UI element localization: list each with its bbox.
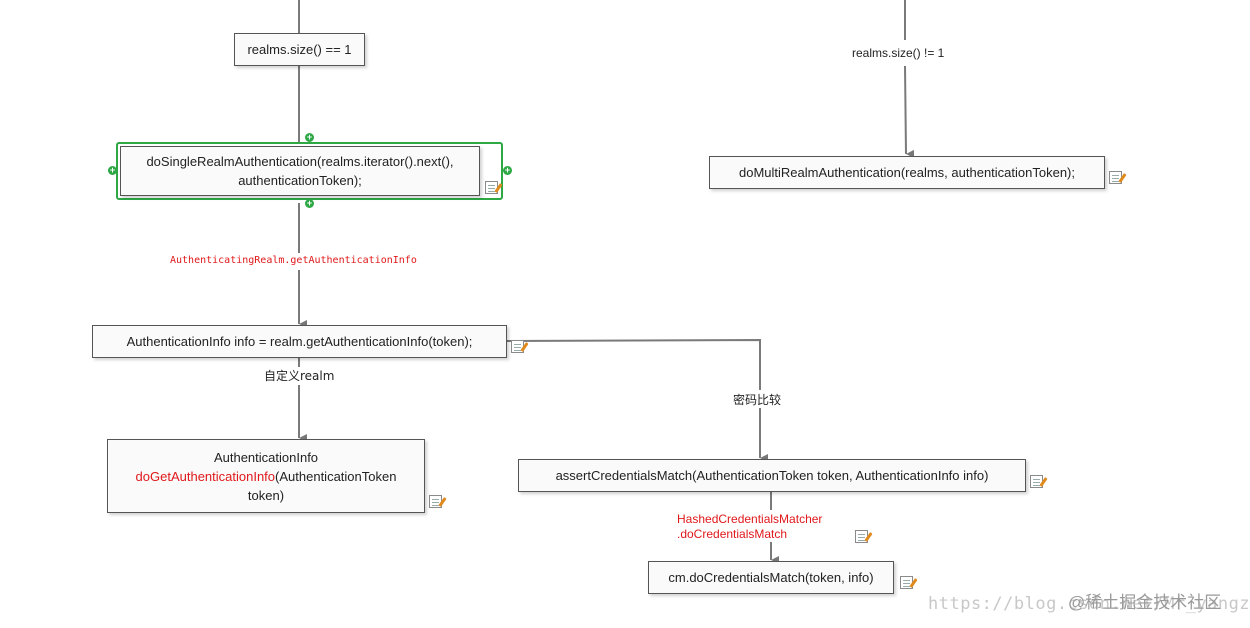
node-label-line-1: doSingleRealmAuthentication(realms.itera… (146, 154, 454, 169)
edge-label-authenticating-realm: AuthenticatingRealm.getAuthenticationInf… (170, 255, 417, 266)
node-do-get-authentication-info[interactable]: AuthenticationInfo doGetAuthenticationIn… (107, 439, 425, 513)
note-icon[interactable] (1109, 171, 1122, 184)
note-icon[interactable] (1030, 475, 1043, 488)
add-node-handle-bottom[interactable]: + (305, 198, 314, 208)
node-label-line-3: token) (247, 487, 285, 503)
note-icon[interactable] (855, 530, 868, 543)
note-icon[interactable] (511, 340, 524, 353)
edge-label-custom-realm: 自定义realm (264, 367, 335, 384)
watermark-url: https://blog.csdn.net/Mr_yangzc (928, 594, 1250, 614)
node-label: doMultiRealmAuthentication(realms, authe… (738, 165, 1075, 180)
node-label-line-2: authenticationToken); (238, 173, 362, 188)
node-label: AuthenticationInfo info = realm.getAuthe… (126, 334, 473, 349)
add-node-handle-left[interactable]: + (108, 165, 117, 175)
node-do-single-realm-authentication[interactable]: doSingleRealmAuthentication(realms.itera… (120, 146, 480, 196)
add-node-handle-top[interactable]: + (305, 132, 314, 142)
node-get-authentication-info[interactable]: AuthenticationInfo info = realm.getAuthe… (92, 325, 507, 358)
node-cm-do-credentials-match[interactable]: cm.doCredentialsMatch(token, info) (648, 561, 894, 594)
node-label: cm.doCredentialsMatch(token, info) (668, 570, 874, 585)
node-label-line-1: AuthenticationInfo (213, 449, 319, 465)
add-node-handle-right[interactable]: + (503, 165, 512, 175)
node-do-multi-realm-authentication[interactable]: doMultiRealmAuthentication(realms, authe… (709, 156, 1105, 189)
edge-label-line-1: HashedCredentialsMatcher (677, 512, 823, 526)
edge-label-size-ne-one: realms.size() != 1 (852, 46, 945, 60)
note-icon[interactable] (900, 576, 913, 589)
node-label: assertCredentialsMatch(AuthenticationTok… (555, 468, 989, 483)
node-label: realms.size() == 1 (247, 42, 352, 57)
edge-label-line-2: .doCredentialsMatch (677, 527, 788, 541)
note-icon[interactable] (485, 181, 498, 194)
edge-label-password-compare: 密码比较 (733, 391, 782, 408)
node-label-line-2: (AuthenticationToken (275, 468, 397, 484)
edge-label-hashed-credentials-matcher: HashedCredentialsMatcher .doCredentialsM… (677, 512, 822, 542)
method-name-highlight: doGetAuthenticationInfo (135, 468, 276, 484)
node-realms-size-eq-one[interactable]: realms.size() == 1 (234, 33, 365, 66)
node-assert-credentials-match[interactable]: assertCredentialsMatch(AuthenticationTok… (518, 459, 1026, 492)
watermark-brand: @稀土掘金技术社区 (1068, 593, 1222, 612)
note-icon[interactable] (429, 495, 442, 508)
